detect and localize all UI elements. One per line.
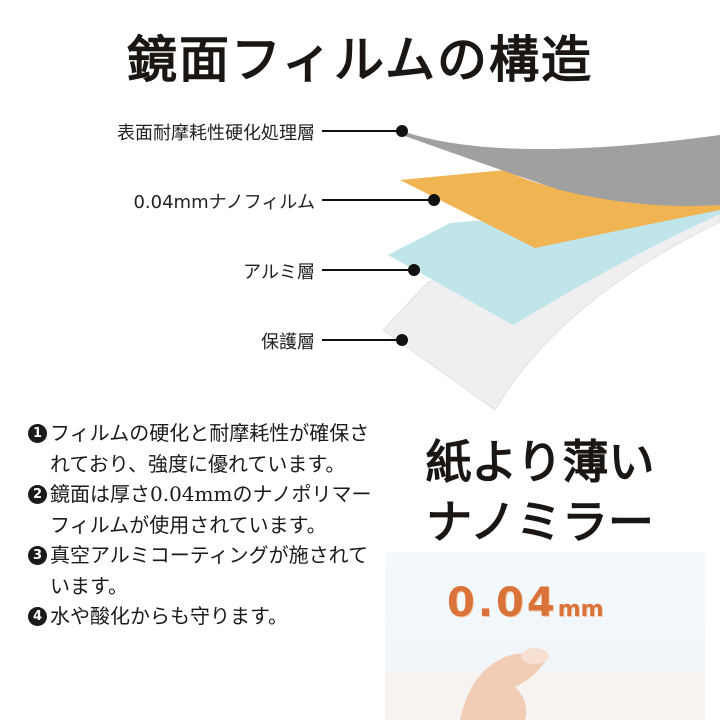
number-badge-icon: 4 bbox=[28, 607, 47, 626]
thickness-photo: 0.04mm bbox=[385, 552, 705, 720]
page-title: 鏡面フィルムの構造 bbox=[127, 30, 593, 89]
pointer-dot bbox=[408, 264, 420, 276]
number-badge-icon: 2 bbox=[28, 485, 47, 504]
headline: 紙より薄い ナノミラー bbox=[425, 435, 655, 549]
aluminium-layer bbox=[388, 208, 720, 325]
hand-holding-film-icon bbox=[460, 648, 549, 720]
feature-item: 3 真空アルミコーティングが施されています。 bbox=[28, 540, 373, 601]
feature-item: 2 鏡面は厚さ0.04mmのナノポリマーフィルムが使用されています。 bbox=[28, 479, 373, 540]
number-badge-icon: 3 bbox=[28, 546, 47, 565]
layer-label-protection: 保護層 bbox=[261, 332, 315, 353]
layer-structure-diagram bbox=[322, 125, 720, 411]
layer-label-aluminium: アルミ層 bbox=[243, 262, 315, 283]
nanofilm-layer bbox=[400, 170, 720, 248]
thickness-value: 0.04mm bbox=[447, 580, 604, 626]
feature-list: 1 フィルムの硬化と耐摩耗性が確保されており、強度に優れています。 2 鏡面は厚… bbox=[28, 418, 373, 632]
pointer-dot bbox=[396, 334, 408, 346]
pointer-dot bbox=[396, 125, 408, 137]
layer-label-nanofilm: 0.04mmナノフィルム bbox=[133, 192, 315, 213]
number-badge-icon: 1 bbox=[28, 424, 47, 443]
feature-item: 4 水や酸化からも守ります。 bbox=[28, 601, 373, 632]
hardened-surface-layer bbox=[402, 131, 720, 206]
feature-item: 1 フィルムの硬化と耐摩耗性が確保されており、強度に優れています。 bbox=[28, 418, 373, 479]
pointer-dot bbox=[428, 194, 440, 206]
layer-label-hardened: 表面耐摩耗性硬化処理層 bbox=[117, 123, 315, 144]
